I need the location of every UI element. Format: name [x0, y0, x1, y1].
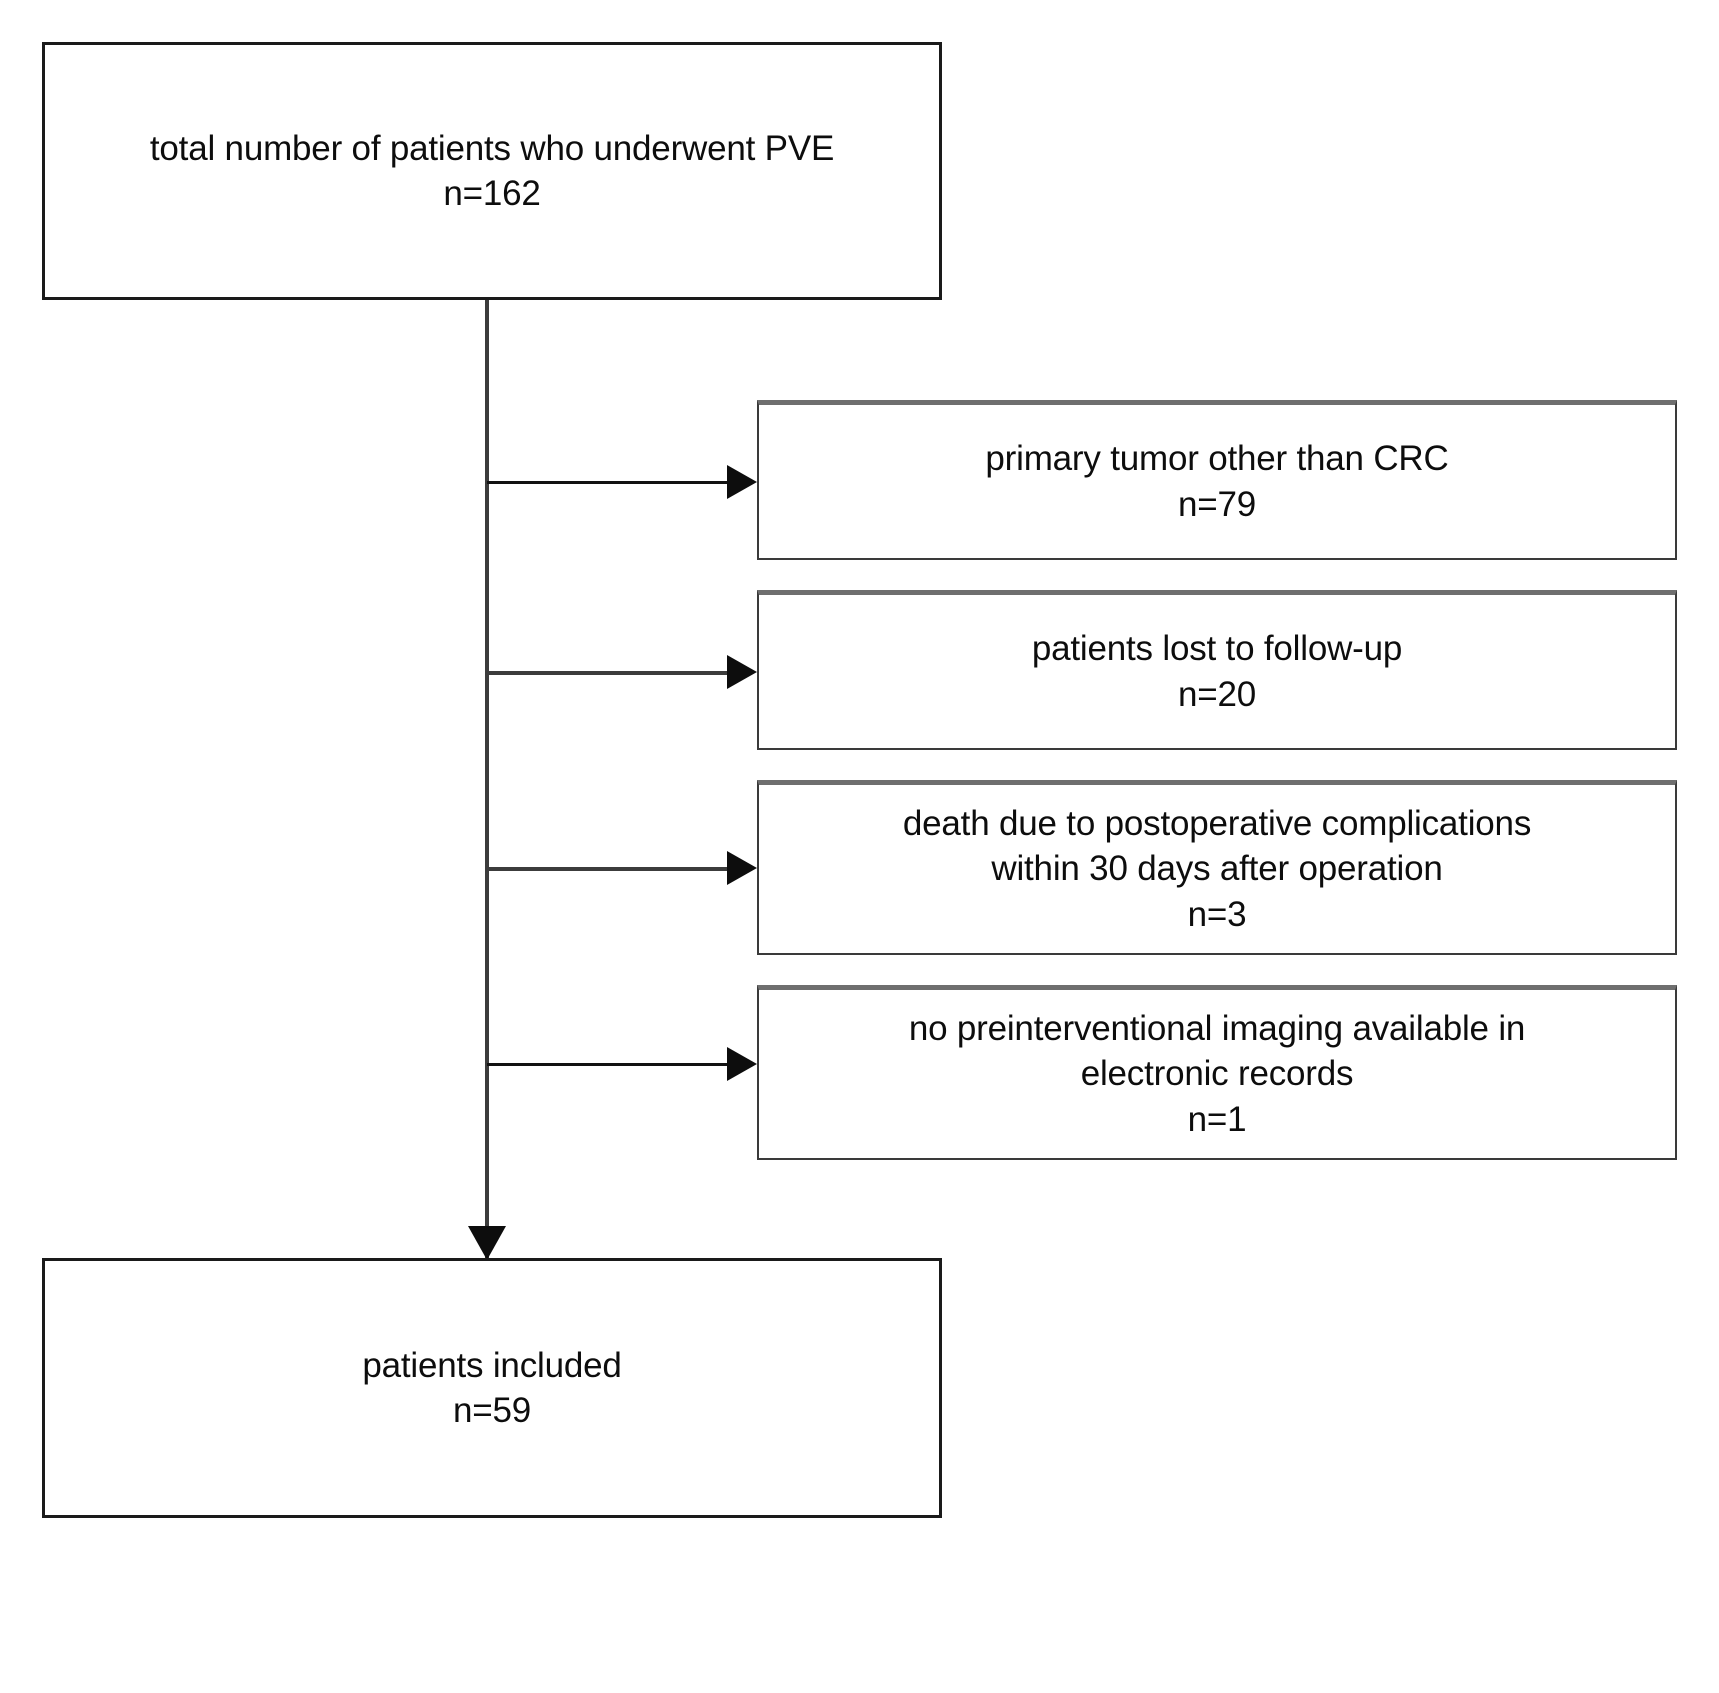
trunk-arrow-down	[468, 1226, 506, 1260]
exclusion-4-label-line2: electronic records	[1080, 1054, 1354, 1094]
branch-connector-2	[487, 671, 727, 675]
exclusion-3-count: n=3	[1187, 894, 1247, 934]
total-patients-count: n=162	[443, 174, 541, 213]
exclusion-box-2: patients lost to follow-up n=20	[757, 590, 1677, 750]
exclusion-1-count: n=79	[1177, 484, 1257, 524]
exclusion-1-label-line1: primary tumor other than CRC	[985, 439, 1449, 478]
branch-arrow-2	[727, 655, 757, 689]
patients-included-count: n=59	[452, 1391, 532, 1430]
exclusion-box-3: death due to postoperative complications…	[757, 780, 1677, 955]
exclusion-3-label-line1: death due to postoperative complications	[902, 803, 1532, 843]
exclusion-3-label-line2: within 30 days after operation	[991, 849, 1443, 889]
exclusion-4-count: n=1	[1187, 1099, 1247, 1139]
branch-arrow-1	[727, 465, 757, 499]
patients-included-box: patients included n=59	[42, 1258, 942, 1518]
exclusion-2-label-line1: patients lost to follow-up	[1031, 629, 1403, 668]
exclusion-box-1: primary tumor other than CRC n=79	[757, 400, 1677, 560]
exclusion-box-4: no preinterventional imaging available i…	[757, 985, 1677, 1160]
branch-connector-4	[487, 1063, 727, 1066]
total-patients-box: total number of patients who underwent P…	[42, 42, 942, 300]
main-trunk-line	[485, 300, 489, 1260]
exclusion-2-count: n=20	[1177, 674, 1257, 714]
branch-arrow-3	[727, 851, 757, 885]
total-patients-label: total number of patients who underwent P…	[149, 128, 835, 168]
branch-arrow-4	[727, 1047, 757, 1081]
branch-connector-1	[487, 481, 727, 484]
patients-included-label: patients included	[362, 1345, 622, 1385]
branch-connector-3	[487, 867, 727, 871]
exclusion-4-label-line1: no preinterventional imaging available i…	[908, 1008, 1526, 1048]
